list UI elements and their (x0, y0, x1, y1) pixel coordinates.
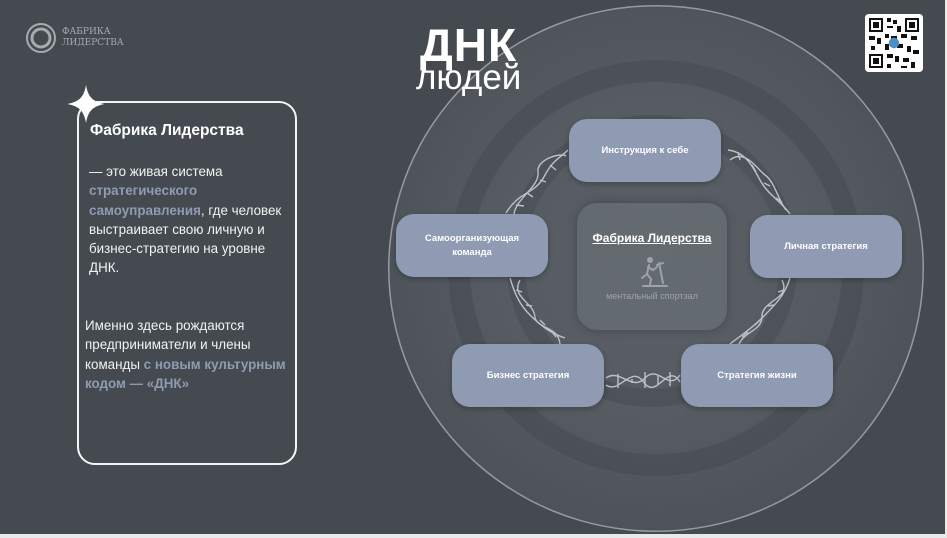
card-paragraph-2-text: Именно здесь рождаются предприниматели и… (85, 318, 251, 372)
center-title[interactable]: Фабрика Лидерства (592, 231, 712, 245)
node-life-strategy[interactable]: Стратегия жизни (681, 344, 833, 407)
dna-helix-icon (505, 149, 569, 219)
info-card (77, 101, 297, 465)
node-personal-strategy[interactable]: Личная стратегия (750, 215, 902, 278)
card-paragraph-1-highlight: стратегического самоуправления (89, 183, 201, 218)
page-title: ДНК (420, 19, 518, 71)
brand-name: ФАБРИКА ЛИДЕРСТВА (62, 27, 124, 49)
node-instruction[interactable]: Инструкция к себе (569, 119, 721, 182)
bottom-strip (0, 534, 947, 538)
swirl-logo-icon (26, 23, 56, 53)
center-subtitle: ментальный спортзал (606, 291, 698, 301)
qr-code-icon[interactable] (865, 14, 923, 72)
dna-helix-icon (729, 277, 791, 347)
treadmill-runner-icon (641, 257, 668, 287)
node-business-strategy[interactable]: Бизнес стратегия (452, 344, 604, 407)
brand-name-line2: ЛИДЕРСТВА (62, 38, 124, 48)
card-paragraph-1-text-end: , где человек выстраивает свою личную и … (89, 202, 282, 276)
card-title: Фабрика Лидерства (90, 122, 244, 139)
dna-helix-icon (605, 372, 681, 388)
card-paragraph-2: Именно здесь рождаются предприниматели и… (85, 316, 290, 393)
sparkle-star-icon (67, 85, 105, 123)
brand-name-line1: ФАБРИКА (62, 27, 111, 37)
dna-helix-icon (727, 149, 791, 215)
node-self-organizing-team[interactable]: Самоорганизующая команда (396, 214, 548, 277)
brand-logo[interactable]: ФАБРИКА ЛИДЕРСТВА (25, 22, 124, 54)
center-node[interactable]: Фабрика Лидерства ментальный спортзал (577, 203, 727, 330)
card-paragraph-1-text: — это живая система (89, 164, 223, 179)
page-subtitle: людей (416, 58, 522, 97)
card-paragraph-1: — это живая система стратегического само… (89, 162, 294, 278)
card-paragraph-2-highlight: с новым культурным кодом — «ДНК» (85, 356, 286, 391)
dna-helix-icon (509, 277, 566, 345)
